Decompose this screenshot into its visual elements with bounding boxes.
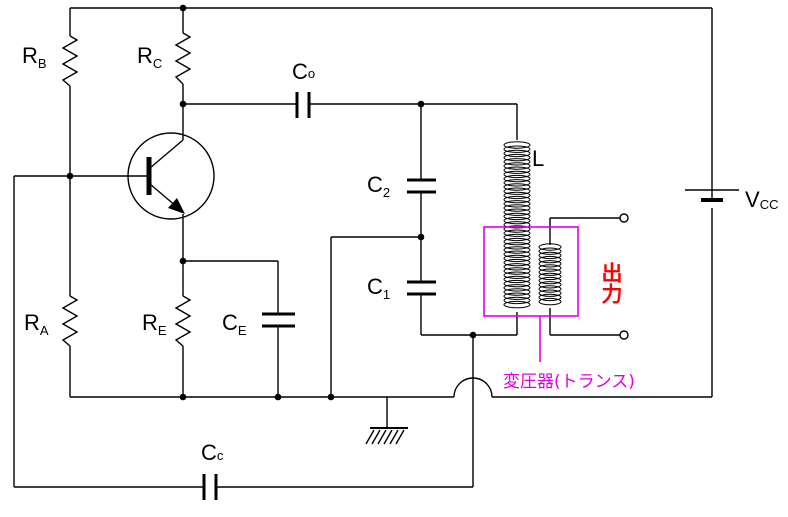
coil-winding [538,285,562,293]
coil-winding [503,284,531,292]
coil-winding [503,225,531,233]
coil-winding [503,162,531,170]
capacitor-ce [262,312,295,328]
coil-winding [538,276,562,285]
coil-winding [538,268,562,276]
coil-winding [538,293,562,302]
coil-winding [503,300,531,309]
coil-winding [503,288,531,296]
coil-winding [503,179,531,187]
capacitor-cc [202,474,218,500]
coil-winding [503,258,531,267]
label-rb: RB [22,43,47,71]
coil-l-primary [503,141,531,309]
label-cc: Cc [201,440,224,465]
coil-winding [538,251,562,260]
label-c1: C1 [367,274,390,302]
coil-winding [503,149,531,158]
coil-winding [538,272,562,281]
label-co: Co [292,59,315,84]
coil-winding [503,263,531,271]
resistor-re [174,295,192,347]
coil-winding [503,237,531,246]
coil-winding [503,246,531,254]
coil-winding [538,243,562,251]
coil-winding [503,191,531,200]
capacitor-c2 [407,178,436,194]
coil-winding [503,271,531,279]
output-terminals [619,213,629,340]
coil-winding [538,247,562,255]
coil-winding [503,242,531,250]
coil-winding [503,216,531,225]
coil-secondary [538,243,562,306]
coil-winding [503,200,531,208]
coil-winding [538,264,562,272]
resistor-ra [61,295,79,347]
coil-winding [503,195,531,204]
capacitor-co [295,92,311,118]
coil-winding [503,187,531,195]
label-ce: CE [222,310,247,338]
coil-winding [503,250,531,258]
label-c2: C2 [367,172,390,200]
coil-winding [503,275,531,284]
resistor-rb [61,35,79,87]
coil-winding [503,292,531,300]
coil-winding [503,212,531,221]
capacitor-c1 [407,280,436,296]
coil-winding [503,254,531,263]
ground-icon [365,427,408,445]
label-output: 出力 [599,262,623,305]
coil-winding [503,233,531,242]
coil-winding [503,221,531,229]
coil-winding [503,141,531,149]
coil-winding [538,289,562,297]
coil-winding [503,204,531,212]
label-vcc: VCC [745,187,778,212]
transformer-highlight-box [483,226,579,362]
coil-winding [503,279,531,288]
coil-winding [503,208,531,216]
component-labels: RB RC RA RE Co C2 C1 CE Cc L VCC 出力 変圧器(… [22,43,778,465]
coil-winding [503,170,531,179]
label-rc: RC [137,43,162,71]
coil-winding [503,166,531,174]
coil-winding [503,296,531,305]
coil-winding [503,174,531,183]
coil-winding [503,183,531,191]
label-l: L [532,146,544,171]
coil-winding [503,229,531,237]
label-transformer: 変圧器(トランス) [503,372,635,392]
coil-winding [538,255,562,264]
coil-winding [538,281,562,289]
label-re: RE [142,310,167,338]
transistor-npn [127,132,215,220]
junction-dots [66,4,477,401]
battery-vcc [685,189,739,202]
resistor-rc [174,32,192,85]
coil-winding [503,145,531,153]
wires [13,7,713,488]
coil-winding [503,158,531,166]
coil-winding [538,260,562,268]
coil-winding [503,267,531,275]
label-ra: RA [24,310,49,338]
coil-winding [503,153,531,162]
coil-winding [538,297,562,306]
